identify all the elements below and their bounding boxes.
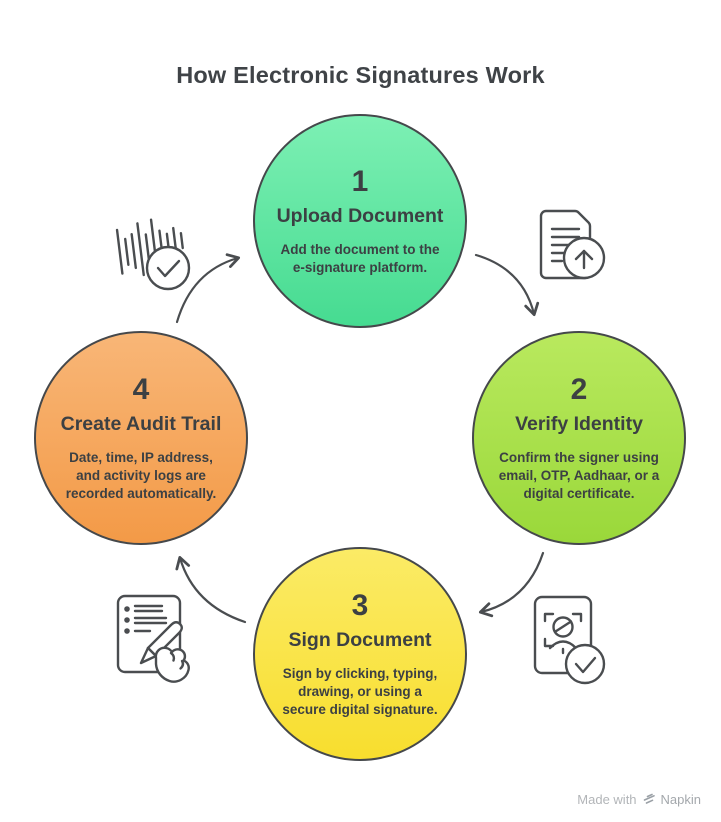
watermark-prefix: Made with bbox=[577, 792, 637, 807]
audit-log-check-icon bbox=[110, 206, 202, 296]
step-number: 3 bbox=[351, 589, 369, 623]
step-title: Sign Document bbox=[288, 629, 432, 652]
step-description: Date, time, IP address, and activity log… bbox=[65, 450, 217, 501]
step-circle-4: 4 Create Audit Trail Date, time, IP addr… bbox=[34, 331, 248, 545]
napkin-logo-icon bbox=[642, 791, 656, 808]
step-title: Upload Document bbox=[276, 205, 444, 228]
watermark-brand: Napkin bbox=[660, 792, 701, 807]
step-number: 1 bbox=[351, 165, 369, 199]
step-circle-3: 3 Sign Document Sign by clicking, typing… bbox=[253, 547, 467, 761]
step-description: Add the document to the e-signature plat… bbox=[280, 242, 440, 275]
face-id-check-icon bbox=[523, 591, 613, 691]
diagram-title: How Electronic Signatures Work bbox=[176, 61, 545, 88]
step-number: 4 bbox=[132, 373, 150, 407]
step-title: Create Audit Trail bbox=[60, 413, 222, 436]
step-number: 2 bbox=[570, 373, 588, 407]
document-upload-icon bbox=[522, 203, 616, 293]
step-circle-1: 1 Upload Document Add the document to th… bbox=[253, 114, 467, 328]
signing-hand-icon bbox=[110, 590, 208, 694]
step-description: Confirm the signer using email, OTP, Aad… bbox=[498, 450, 660, 501]
watermark: Made with Napkin bbox=[577, 791, 701, 808]
step-title: Verify Identity bbox=[515, 413, 643, 436]
step-circle-2: 2 Verify Identity Confirm the signer usi… bbox=[472, 331, 686, 545]
step-description: Sign by clicking, typing, drawing, or us… bbox=[282, 666, 438, 717]
